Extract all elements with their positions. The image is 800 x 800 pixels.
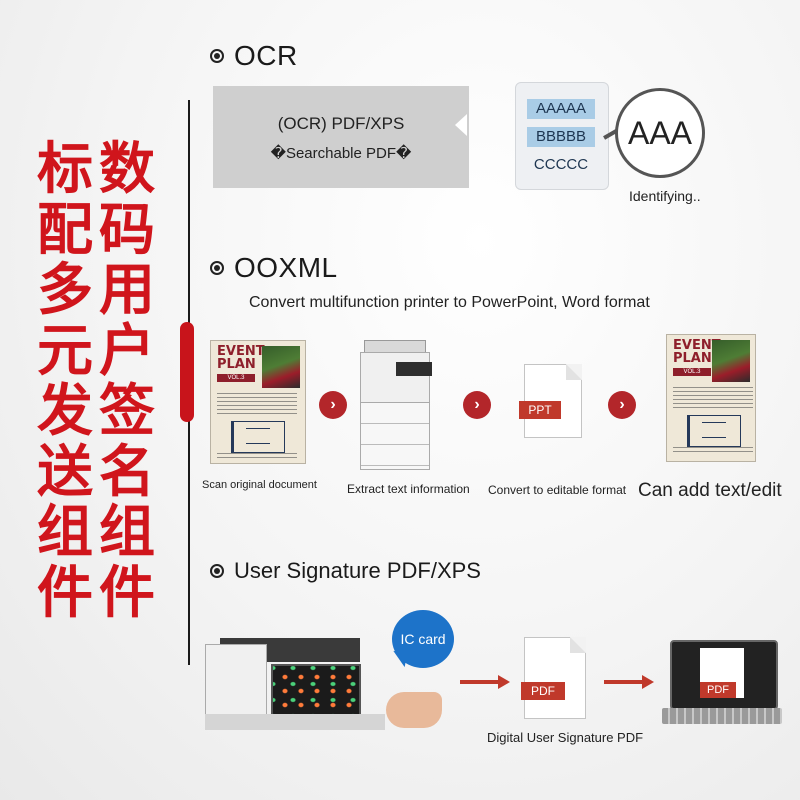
left-char: 户 [99,318,155,384]
pdf-tag: PDF [521,682,565,700]
pdf-file-icon: PDF [521,637,586,719]
ooxml-subtitle: Convert multifunction printer to PowerPo… [249,294,650,311]
left-char: 元 [37,318,93,384]
doc-title: EVENT PLAN [217,344,265,372]
doc-photo [262,346,300,388]
ocr-heading: OCR [210,40,298,72]
sample-chip: CCCCC [533,156,589,173]
chevron-right-icon: › [608,391,636,419]
ocr-box-line1: (OCR) PDF/XPS [277,114,405,133]
source-document-image: EVENT PLAN VOL.3 [210,340,306,464]
ooxml-title: OOXML [234,252,338,283]
notch-arrow-icon [455,114,467,136]
bullet-icon [210,261,224,275]
left-char: 用 [99,258,155,323]
pdf-tag: PDF [700,682,736,698]
arrow-right-icon [460,675,510,689]
left-column-1: 标 配 多 元 发 送 组 件 [30,137,100,626]
left-column-2: 数 码 用 户 签 名 组 件 [92,137,162,626]
identifying-label: Identifying.. [629,188,701,204]
doc-text-lines [217,453,297,461]
left-char: 码 [99,197,155,263]
ocr-box-line2: �Searchable PDF� [270,145,412,162]
text-sample-card: AAAAA BBBBB CCCCC [515,82,609,190]
step-caption-3: Convert to editable format [488,483,627,497]
doc-text-lines [217,393,297,415]
arrow-right-icon [604,675,654,689]
signature-heading: User Signature PDF/XPS [210,558,481,584]
ppt-file-icon: PPT [519,364,582,438]
left-char: 组 [99,500,155,565]
doc-text-lines [673,447,753,455]
left-char: 数 [99,137,155,202]
doc-text-lines [673,387,753,409]
bullet-icon [210,564,224,578]
doc-vol: VOL.3 [217,374,255,382]
laptop-image: PDF [662,640,782,730]
left-char: 送 [37,439,93,505]
multifunction-printer-image [205,638,385,730]
doc-photo [712,340,750,382]
ocr-title: OCR [234,40,298,71]
signature-title: User Signature PDF/XPS [234,558,481,583]
sample-chip: AAAAA [527,99,595,119]
step-caption-1: Scan original document [202,479,317,491]
doc-title: EVENT PLAN [673,338,721,366]
touch-panel [271,664,361,718]
left-char: 组 [37,500,93,565]
ppt-tag: PPT [519,401,561,419]
printer-image [360,340,440,470]
chevron-right-icon: › [463,391,491,419]
hand-image [386,692,442,728]
ic-card-bubble: IC card [392,610,454,668]
edited-document-image: EVENT PLAN VOL.3 [666,334,756,462]
step-caption-2: Extract text information [347,482,470,496]
left-char: 名 [99,439,155,505]
doc-chart [231,421,285,453]
left-char: 件 [37,560,93,626]
bullet-icon [210,49,224,63]
doc-vol: VOL.3 [673,368,711,376]
chevron-right-icon: › [319,391,347,419]
left-char: 件 [99,560,155,626]
magnifier-icon: AAA [615,88,705,178]
left-char: 配 [37,197,93,263]
step-caption-4: Can add text/edit [638,480,782,501]
ocr-format-box: (OCR) PDF/XPS �Searchable PDF� [213,86,469,188]
divider-accent-bar [180,322,194,422]
doc-chart [687,415,741,447]
left-char: 多 [37,258,93,323]
left-char: 签 [99,379,155,444]
sample-chip: BBBBB [527,127,595,147]
signature-caption: Digital User Signature PDF [487,730,644,745]
left-char: 发 [37,379,93,444]
ooxml-heading: OOXML [210,252,338,284]
left-char: 标 [37,137,93,202]
